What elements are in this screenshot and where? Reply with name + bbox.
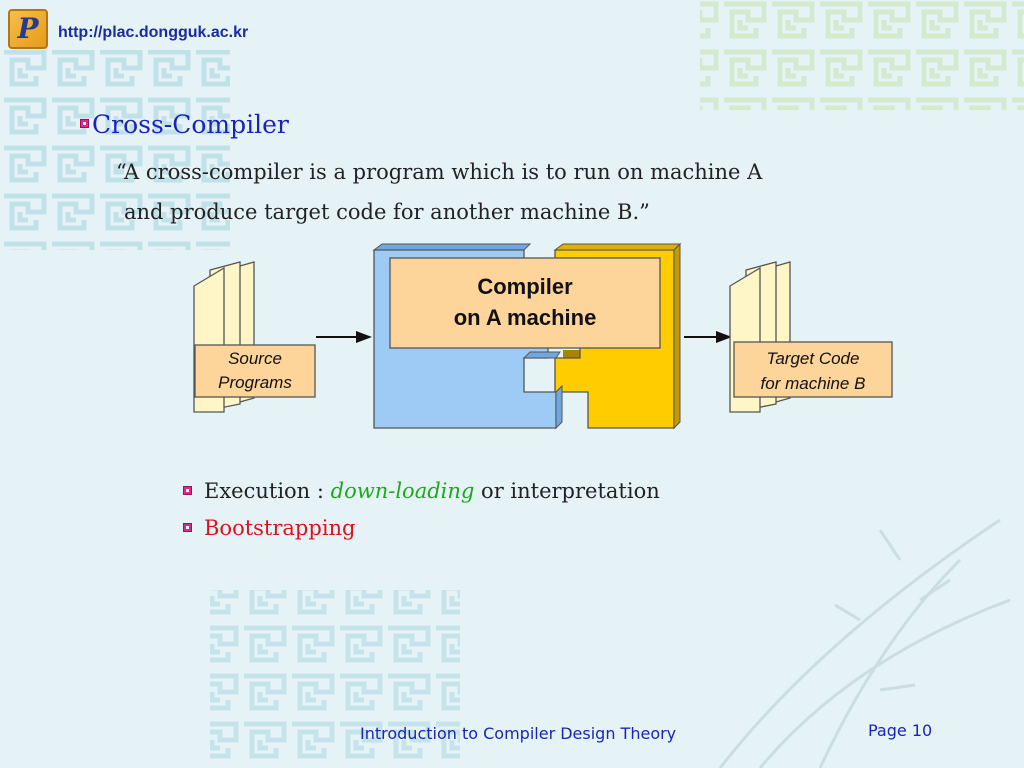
execution-highlight: down-loading bbox=[330, 479, 475, 503]
list-item-bootstrapping: Bootstrapping bbox=[183, 512, 660, 549]
slide-title: Cross-Compiler bbox=[92, 110, 289, 139]
list-item-execution: Execution : down-loading or interpretati… bbox=[183, 475, 660, 512]
target-label-line-1: Target Code bbox=[767, 349, 860, 368]
bootstrapping-text: Bootstrapping bbox=[204, 516, 356, 540]
logo-letter: P bbox=[17, 12, 39, 45]
execution-rest: or interpretation bbox=[481, 479, 660, 503]
source-label-box bbox=[194, 344, 316, 398]
logo-icon: P bbox=[8, 9, 48, 49]
bullet-list: Execution : down-loading or interpretati… bbox=[183, 475, 660, 549]
compiler-label-line-1: Compiler bbox=[477, 274, 573, 299]
slide-title-row: Cross-Compiler bbox=[80, 110, 289, 139]
definition-line-1: “A cross-compiler is a program which is … bbox=[116, 160, 763, 184]
arrow-right-icon bbox=[684, 331, 732, 343]
footer-title: Introduction to Compiler Design Theory bbox=[360, 724, 677, 743]
source-label-line-1: Source bbox=[228, 349, 282, 368]
decorative-grass-icon bbox=[718, 518, 1011, 768]
compiler-label-box bbox=[389, 257, 661, 349]
bullet-square-icon bbox=[183, 486, 192, 495]
bullet-square-icon bbox=[183, 523, 192, 532]
target-label-box bbox=[733, 341, 893, 398]
execution-label: Execution : bbox=[204, 479, 324, 503]
definition-line-2: and produce target code for another mach… bbox=[124, 200, 650, 224]
target-label-line-2: for machine B bbox=[761, 374, 866, 393]
compiler-label-line-2: on A machine bbox=[454, 305, 597, 330]
bullet-square-icon bbox=[80, 119, 89, 128]
arrow-right-icon bbox=[316, 331, 372, 343]
source-label-line-2: Programs bbox=[218, 373, 292, 392]
page-number: Page 10 bbox=[868, 721, 933, 740]
definition-text: “A cross-compiler is a program which is … bbox=[116, 152, 762, 232]
header-url[interactable]: http://plac.dongguk.ac.kr bbox=[58, 24, 249, 41]
